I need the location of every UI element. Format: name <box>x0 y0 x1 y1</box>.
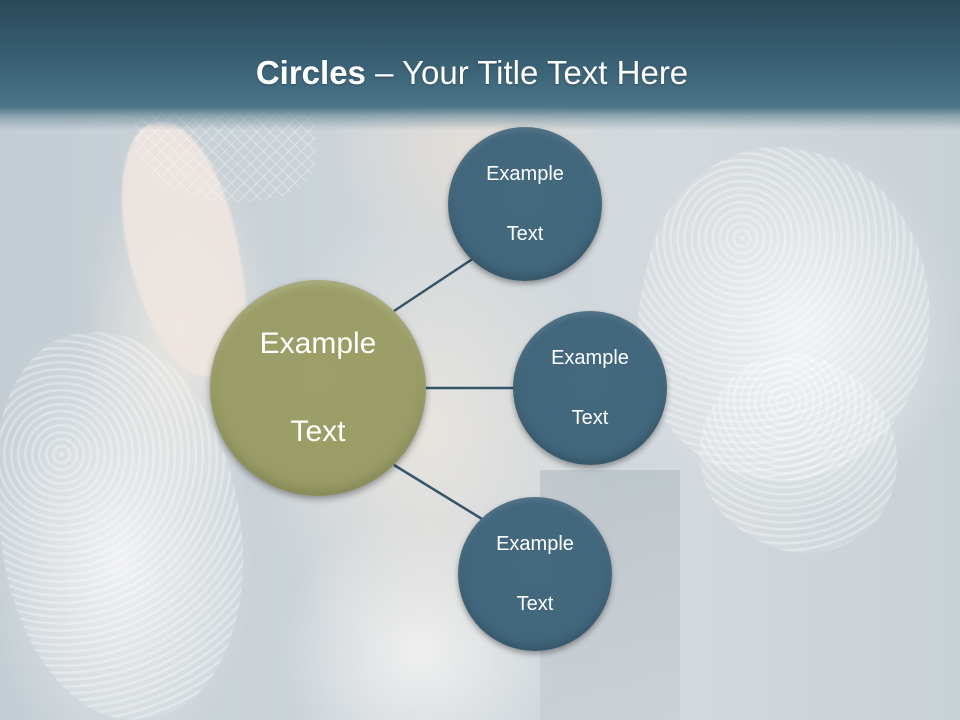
title-bar: Circles – Your Title Text Here <box>0 0 960 130</box>
satellite-bottom-line2: Text <box>516 593 554 615</box>
connector-bottom <box>393 463 483 521</box>
satellite-top-line1: Example <box>486 163 564 185</box>
satellite-bottom-line1: Example <box>496 533 574 555</box>
satellite-middle-line2: Text <box>571 407 609 429</box>
satellite-circle-bottom[interactable]: Example Text <box>458 497 612 651</box>
satellite-circle-top[interactable]: Example Text <box>448 127 602 281</box>
title-bold-part: Circles <box>255 54 366 91</box>
slide-title[interactable]: Circles – Your Title Text Here <box>0 54 944 92</box>
main-circle-line1: Example <box>259 327 377 360</box>
satellite-middle-line1: Example <box>551 347 629 369</box>
title-separator: – <box>365 54 402 91</box>
title-regular-part: Your Title Text Here <box>402 54 689 91</box>
satellite-circle-top-label: Example Text <box>486 129 564 279</box>
satellite-circle-bottom-label: Example Text <box>496 499 574 649</box>
satellite-circle-middle-label: Example Text <box>551 313 629 463</box>
connector-top <box>393 256 475 313</box>
satellite-circle-middle[interactable]: Example Text <box>513 311 667 465</box>
main-circle-label: Example Text <box>260 278 377 498</box>
main-circle[interactable]: Example Text <box>210 280 426 496</box>
main-circle-line2: Text <box>290 415 346 448</box>
satellite-top-line2: Text <box>506 223 544 245</box>
